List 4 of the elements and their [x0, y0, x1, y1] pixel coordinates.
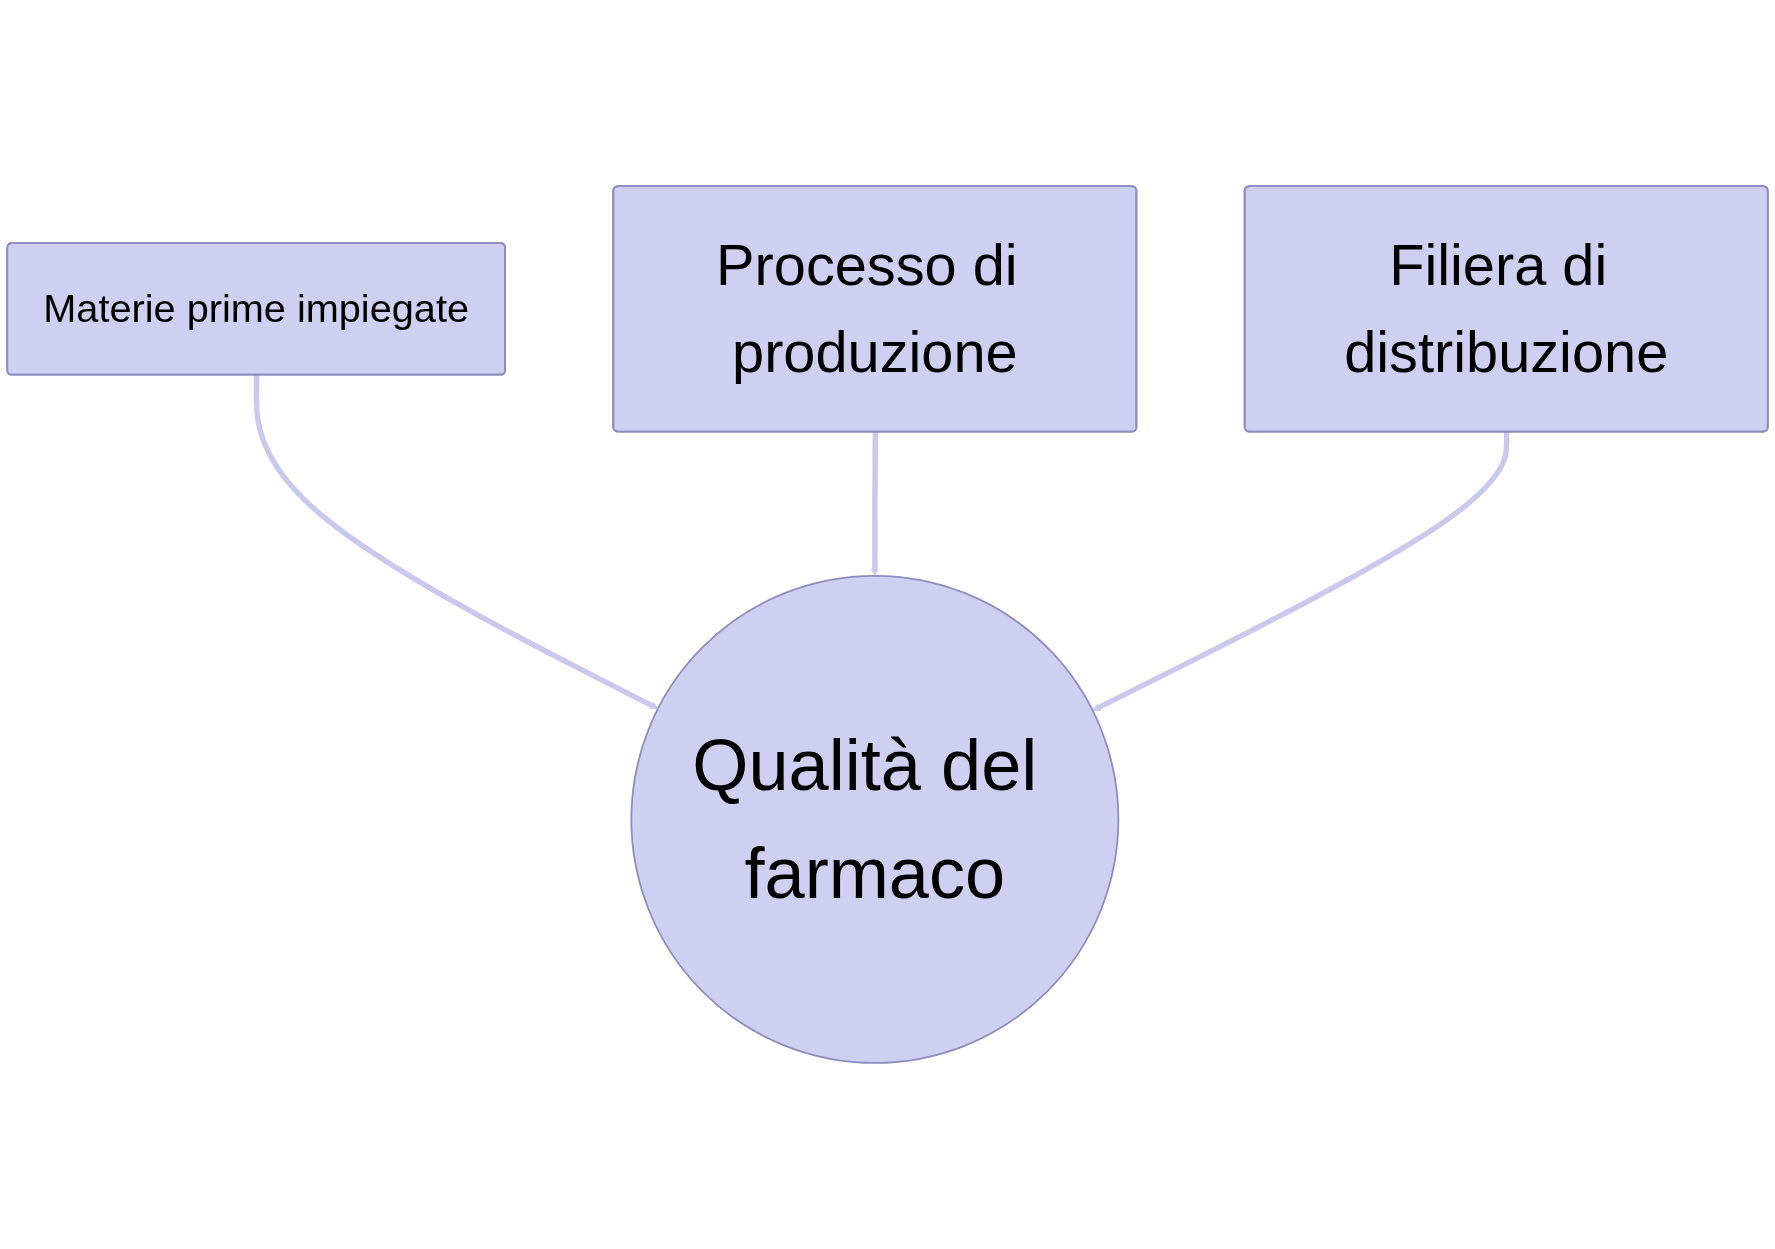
node-circle: Qualità del farmaco [630, 574, 1120, 1064]
arrow [1092, 431, 1510, 712]
arrow [870, 431, 879, 577]
arrow [253, 375, 659, 710]
